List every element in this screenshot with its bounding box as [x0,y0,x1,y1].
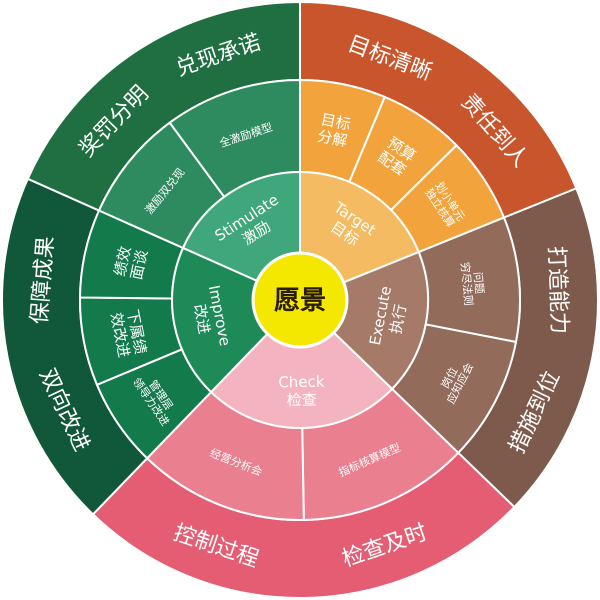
center-label: 愿景 [274,286,326,316]
item-label-target-0-line: 目标 [319,110,352,134]
item-label-execute-0-line: 穷尽法则 [458,261,476,306]
core-label-improve-zh: 改进 [190,303,213,336]
core-label-execute-zh: 执行 [386,303,409,336]
item-label-improve-2-line: 面谈 [127,248,151,281]
outer-label-execute-0-text: 打造能力 [543,246,571,335]
center-disc [251,251,349,349]
item-label-execute-0-line: 问题 [471,271,486,294]
item-label-target-0-line: 分解 [316,127,349,151]
core-label-check-en: Check [278,373,325,392]
item-label-improve-2-line: 绩效 [111,245,135,278]
core-label-check-zh: 检查 [287,391,317,410]
outer-label-execute-0: 打造能力 [543,246,571,335]
core-ring [171,170,429,429]
